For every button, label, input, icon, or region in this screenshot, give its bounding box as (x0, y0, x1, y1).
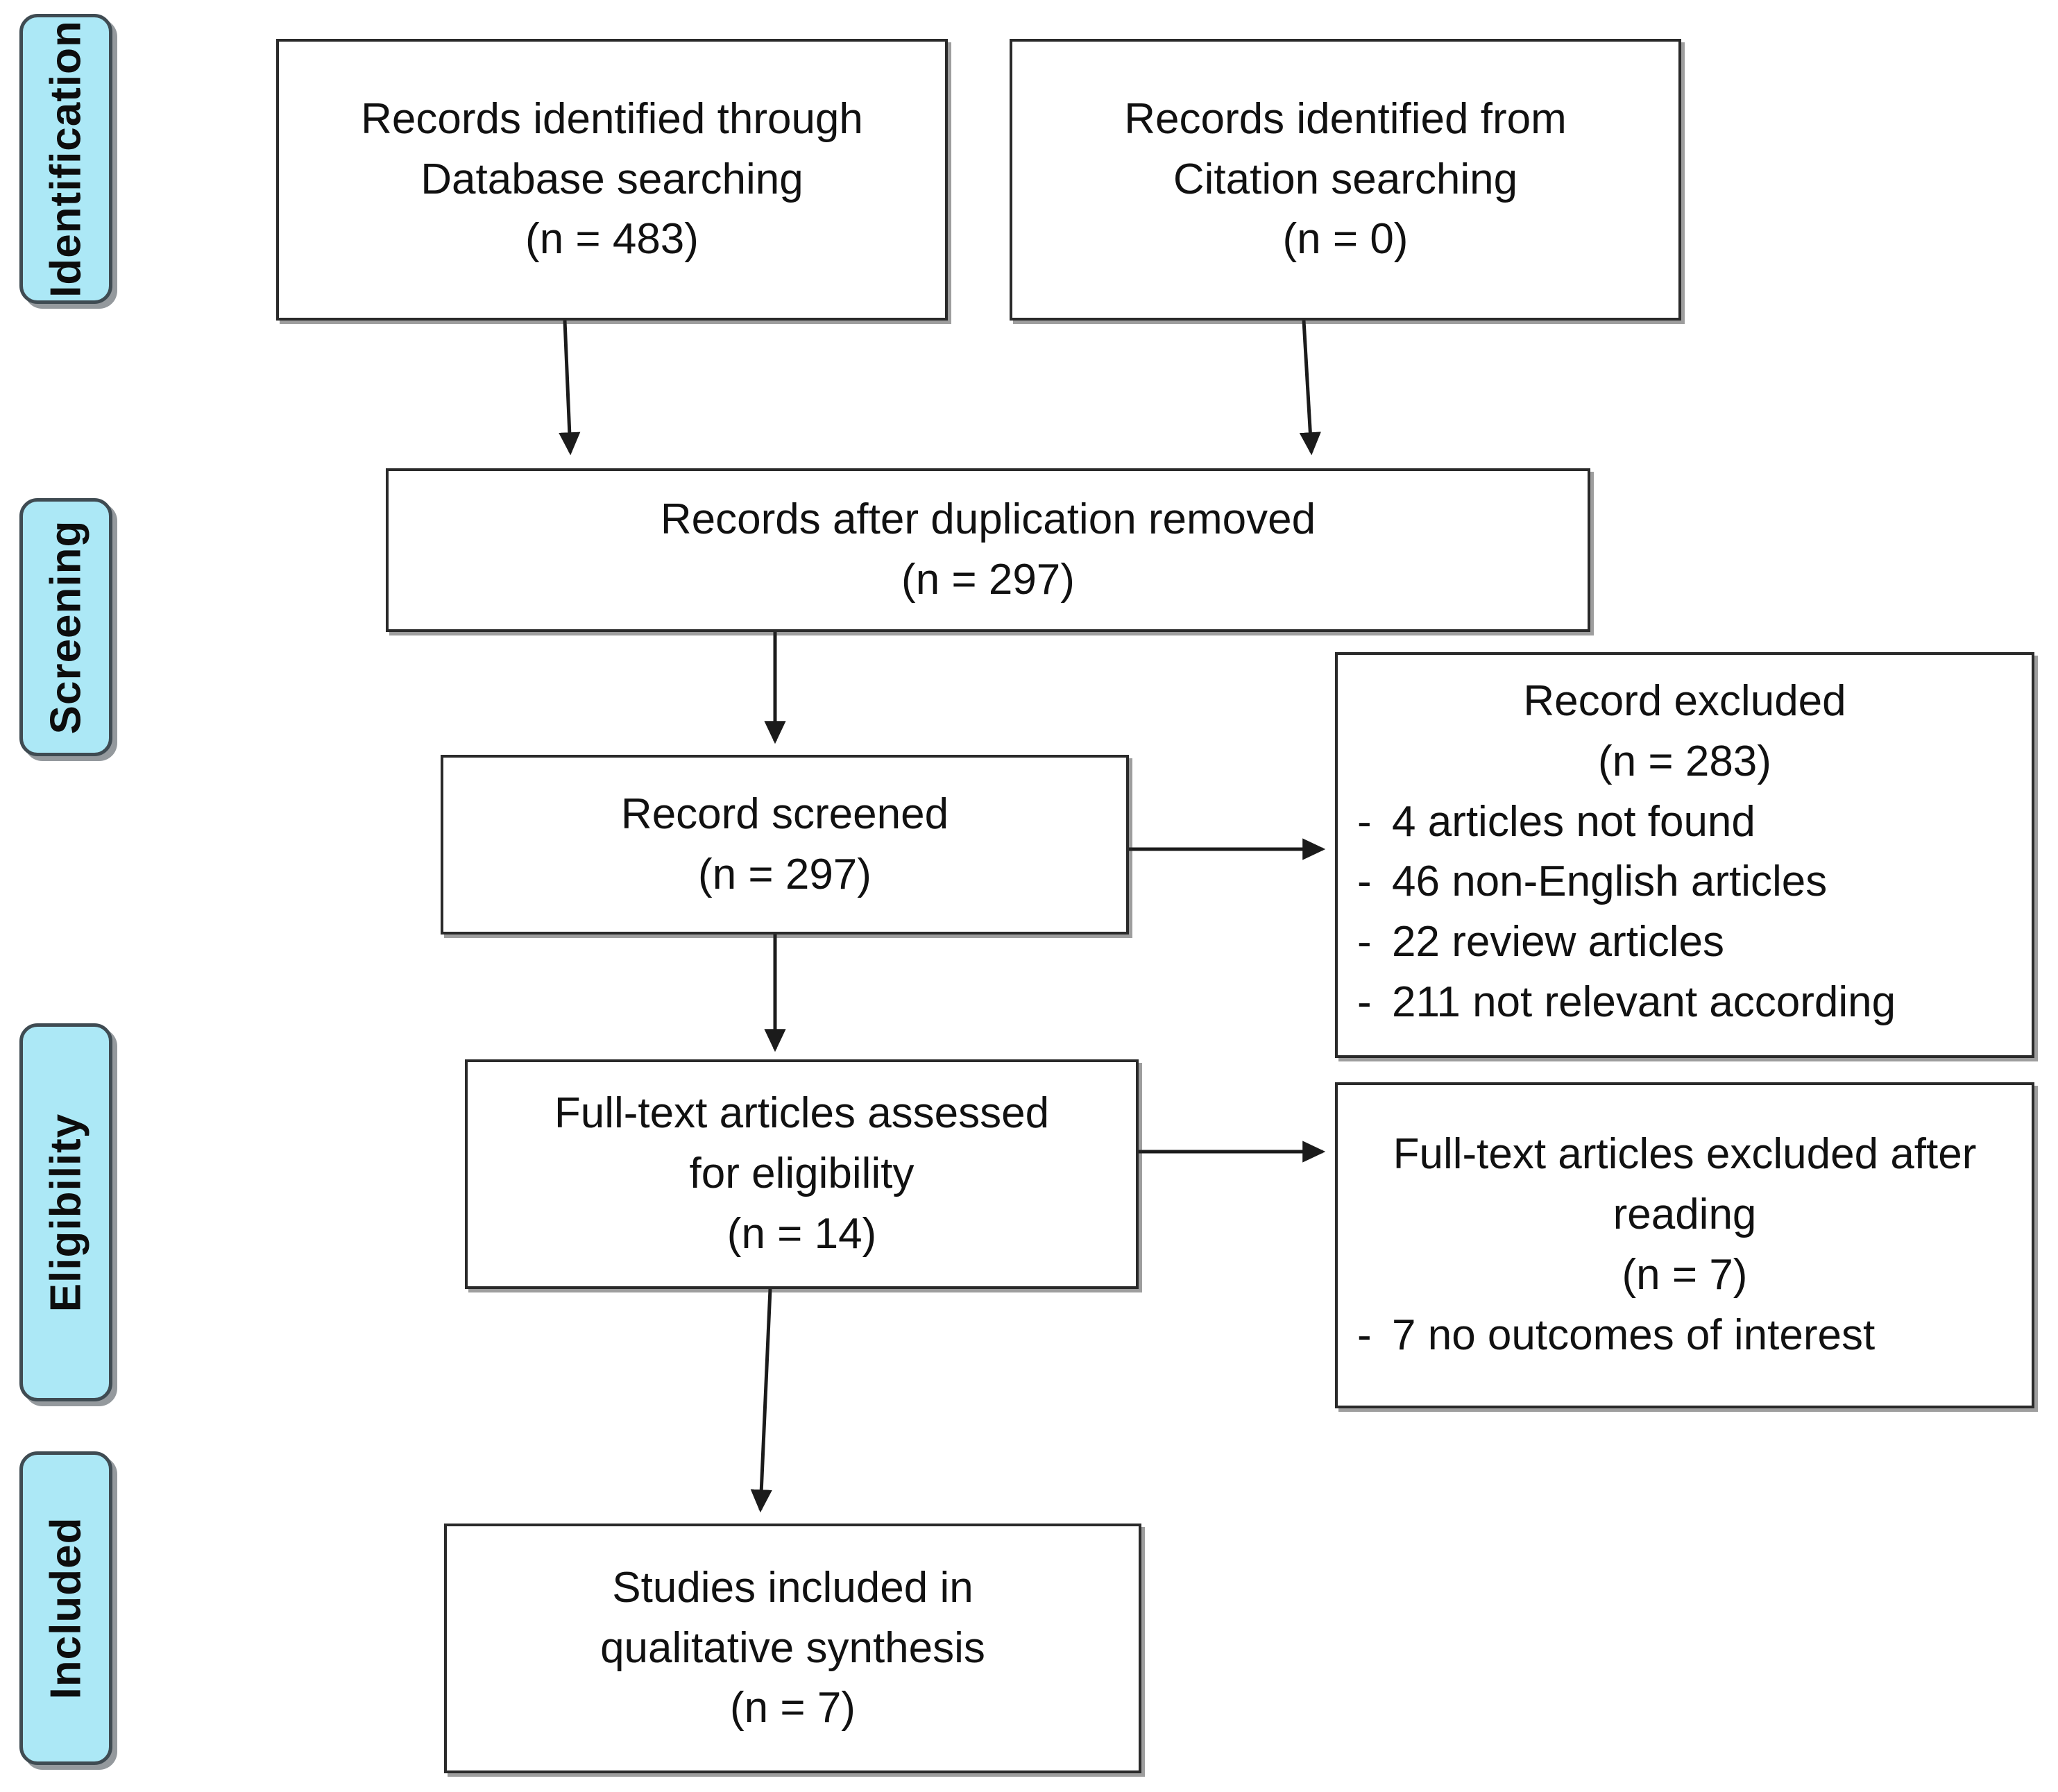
connector-db-search-to-dedup (559, 320, 581, 456)
box-line: Studies included in (612, 1563, 973, 1612)
list-item: - 22 review articles (1338, 912, 2032, 973)
box-records-identified-database: Records identified through Database sear… (276, 39, 948, 321)
exclusion-reason-list: - 7 no outcomes of interest (1338, 1306, 2032, 1366)
list-item-label: 22 review articles (1392, 918, 1724, 966)
box-line: Record screened (620, 790, 949, 838)
box-line: Database searching (420, 155, 803, 203)
list-item-label: 7 no outcomes of interest (1392, 1311, 1876, 1359)
box-count: (n = 7) (1622, 1251, 1748, 1299)
list-item-label: 211 not relevant according (1392, 978, 1896, 1026)
box-line: Citation searching (1173, 155, 1518, 203)
box-line: qualitative synthesis (600, 1623, 985, 1672)
box-fulltext-excluded: Full-text articles excluded after readin… (1335, 1082, 2034, 1408)
list-item-label: 4 articles not found (1392, 797, 1755, 846)
box-count: (n = 297) (698, 850, 871, 898)
box-studies-included: Studies included in qualitative synthesi… (444, 1524, 1141, 1773)
box-line: Records identified through (361, 94, 863, 143)
box-line: reading (1613, 1191, 1757, 1239)
stage-label-text: Included (42, 1517, 90, 1700)
box-heading: Full-text articles excluded after readin… (1338, 1125, 2032, 1305)
bullet-dash-icon: - (1357, 797, 1372, 846)
connector-citation-search-to-dedup (1299, 320, 1321, 456)
box-line: Records after duplication removed (660, 495, 1316, 544)
list-item: - 7 no outcomes of interest (1338, 1306, 2032, 1366)
stage-label-screening: Screening (19, 498, 112, 756)
box-count: (n = 14) (726, 1209, 877, 1258)
box-line: Full-text articles excluded after (1393, 1130, 1977, 1179)
box-line: Record excluded (1523, 677, 1846, 725)
exclusion-reason-list: - 4 articles not found - 46 non-English … (1338, 792, 2032, 1033)
stage-label-identification: Identification (19, 14, 112, 304)
list-item: - 211 not relevant according (1338, 973, 2032, 1033)
box-line: Records identified from (1124, 94, 1567, 143)
box-records-after-duplication-removed: Records after duplication removed (n = 2… (386, 468, 1590, 632)
list-item-label: 46 non-English articles (1392, 857, 1828, 906)
box-line: Full-text articles assessed (554, 1089, 1050, 1138)
box-fulltext-assessed: Full-text articles assessed for eligibil… (465, 1059, 1139, 1289)
bullet-dash-icon: - (1357, 1311, 1372, 1359)
stage-label-text: Eligibility (42, 1113, 90, 1312)
box-count: (n = 0) (1282, 215, 1409, 264)
list-item: - 46 non-English articles (1338, 852, 2032, 912)
connector-fulltext-assessed-to-included (750, 1288, 772, 1513)
box-record-excluded: Record excluded (n = 283) - 4 articles n… (1335, 652, 2034, 1058)
box-count: (n = 297) (901, 556, 1075, 604)
bullet-dash-icon: - (1357, 918, 1372, 966)
bullet-dash-icon: - (1357, 857, 1372, 906)
box-count: (n = 7) (730, 1684, 856, 1732)
bullet-dash-icon: - (1357, 978, 1372, 1026)
stage-label-included: Included (19, 1451, 112, 1765)
box-record-screened: Record screened (n = 297) (441, 755, 1129, 935)
stage-label-text: Screening (42, 520, 90, 735)
list-item: - 4 articles not found (1338, 792, 2032, 853)
stage-label-text: Identification (42, 20, 90, 298)
box-records-identified-citation: Records identified from Citation searchi… (1010, 39, 1681, 321)
box-line: for eligibility (689, 1150, 915, 1198)
stage-label-eligibility: Eligibility (19, 1023, 112, 1401)
box-count: (n = 483) (525, 215, 699, 264)
box-heading: Record excluded (n = 283) (1338, 672, 2032, 792)
box-count: (n = 283) (1598, 737, 1771, 785)
